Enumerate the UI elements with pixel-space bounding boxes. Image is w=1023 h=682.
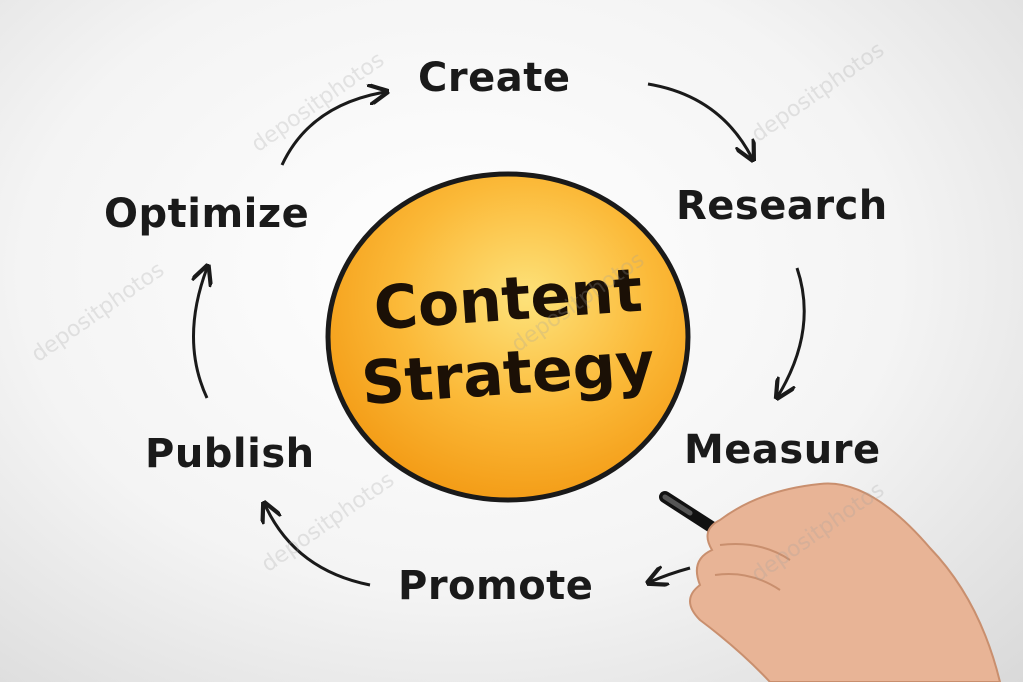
arrow-optimize-to-create <box>280 92 385 166</box>
arrow-publish-to-optimize <box>194 268 208 399</box>
step-create: Create <box>418 55 571 101</box>
step-measure: Measure <box>684 427 881 473</box>
step-research: Research <box>676 183 888 229</box>
arrow-measure-to-promote <box>650 568 691 582</box>
step-publish: Publish <box>145 431 315 477</box>
center-title-line2: Strategy <box>359 328 657 420</box>
step-optimize: Optimize <box>104 191 310 237</box>
arrow-promote-to-publish <box>265 505 371 587</box>
center-circle <box>325 171 691 503</box>
hand-with-pen <box>659 482 1002 682</box>
arrow-create-to-research <box>647 82 752 158</box>
arrow-research-to-measure <box>778 267 806 396</box>
step-promote: Promote <box>398 563 594 609</box>
